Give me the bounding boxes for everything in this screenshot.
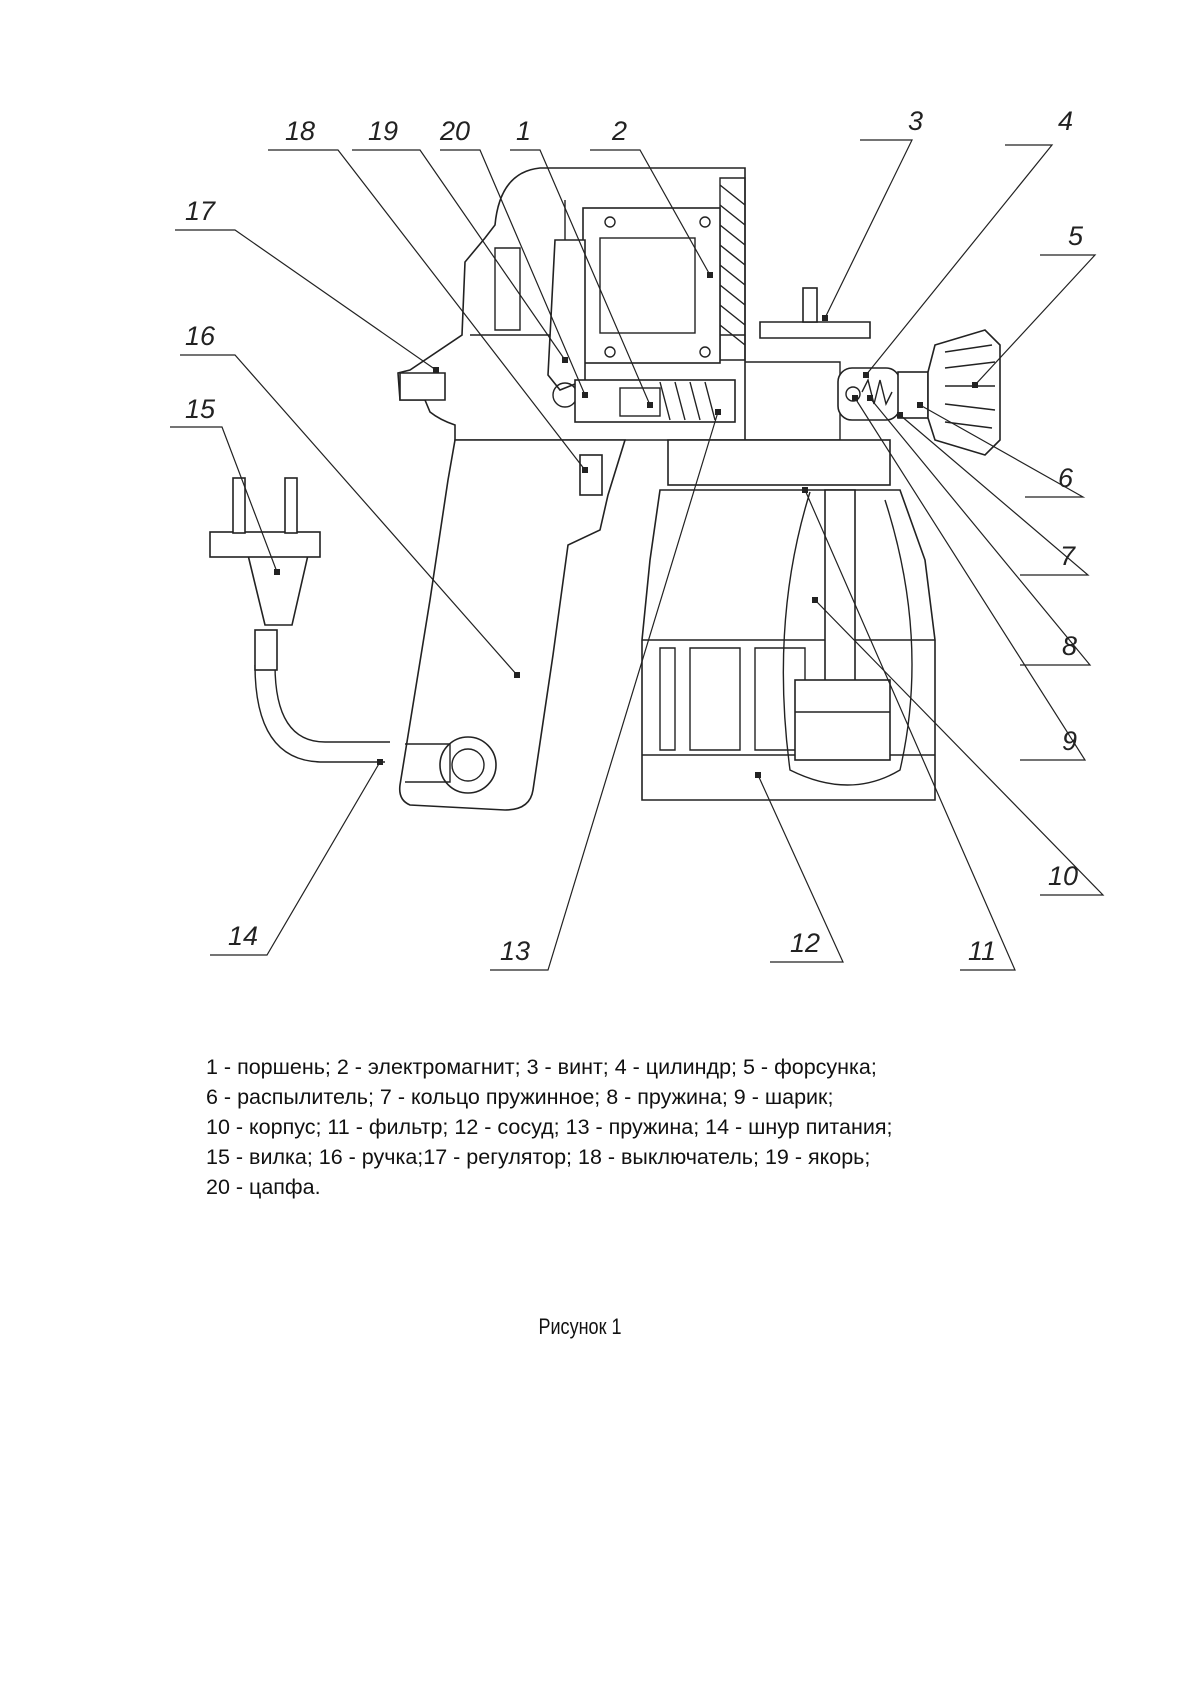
callout-17: 17 [185, 196, 216, 226]
leader-lines [170, 139, 1105, 971]
screw [759, 287, 871, 339]
callout-11: 11 [968, 936, 996, 966]
callout-labels: 18 19 20 1 2 3 4 5 17 16 15 6 7 8 9 10 1… [185, 106, 1084, 966]
callout-10: 10 [1048, 861, 1078, 891]
legend-line: 15 - вилка; 16 - ручка;17 - регулятор; 1… [206, 1145, 871, 1169]
callout-18: 18 [285, 116, 315, 146]
callout-5: 5 [1068, 221, 1084, 251]
callout-12: 12 [790, 928, 820, 958]
legend-line: 1 - поршень; 2 - электромагнит; 3 - винт… [206, 1055, 877, 1079]
spray-gun-diagram: 18 19 20 1 2 3 4 5 17 16 15 6 7 8 9 10 1… [170, 106, 1105, 971]
callout-14: 14 [228, 921, 258, 951]
legend-line: 20 - цапфа. [206, 1175, 321, 1199]
callout-20: 20 [439, 116, 470, 146]
callout-4: 4 [1058, 106, 1073, 136]
container [641, 439, 936, 801]
piston-assembly [574, 379, 736, 423]
handle [398, 439, 627, 811]
armature [547, 239, 586, 408]
callout-15: 15 [185, 394, 216, 424]
callout-19: 19 [368, 116, 398, 146]
callout-1: 1 [516, 116, 531, 146]
electromagnet [564, 200, 721, 381]
callout-6: 6 [1058, 463, 1074, 493]
callout-8: 8 [1062, 631, 1077, 661]
figure-caption: Рисунок 1 [538, 1314, 622, 1339]
parts-legend: 1 - поршень; 2 - электромагнит; 3 - винт… [206, 1052, 1066, 1202]
callout-9: 9 [1062, 726, 1077, 756]
leader-dots [274, 272, 978, 778]
callout-2: 2 [611, 116, 627, 146]
power-cord [209, 477, 451, 783]
legend-line: 6 - распылитель; 7 - кольцо пружинное; 8… [206, 1085, 834, 1109]
legend-line: 10 - корпус; 11 - фильтр; 12 - сосуд; 13… [206, 1115, 893, 1139]
callout-3: 3 [908, 106, 923, 136]
callout-7: 7 [1060, 541, 1076, 571]
callout-13: 13 [500, 936, 530, 966]
regulator [399, 372, 446, 401]
callout-16: 16 [185, 321, 216, 351]
nozzle-assembly [745, 329, 1001, 456]
